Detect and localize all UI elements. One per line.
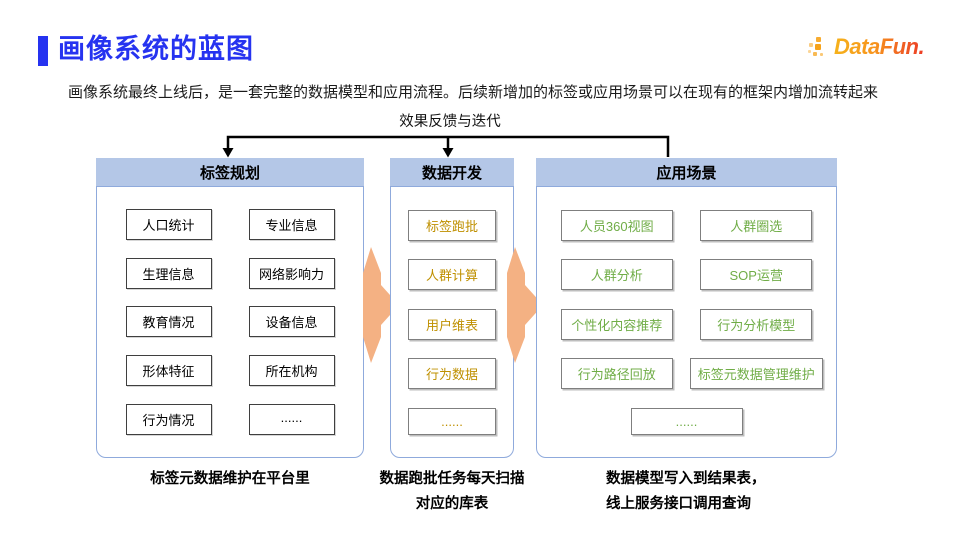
column-body-data-development: 标签跑批 人群计算 用户维表 行为数据 ...... [390, 186, 514, 458]
box-crowd-computation: 人群计算 [408, 259, 496, 290]
column-header-data-development: 数据开发 [390, 158, 514, 186]
caption-data-development: 数据跑批任务每天扫描 对应的库表 [338, 467, 566, 517]
flow-arrow-right-icon [507, 247, 543, 363]
box-more-scenarios: ...... [630, 407, 743, 435]
box-more-data: ...... [408, 407, 496, 435]
box-tag-batch-run: 标签跑批 [408, 209, 496, 241]
caption-line: 线上服务接口调用查询 [606, 496, 751, 512]
datafun-logo: DataFun. [806, 34, 925, 60]
box-population-stats: 人口统计 [125, 208, 212, 240]
box-more-tags: ...... [248, 404, 335, 436]
box-physiological-info: 生理信息 [125, 257, 212, 289]
box-tag-metadata-management: 标签元数据管理维护 [689, 358, 823, 389]
column-application-scenarios: 应用场景 人员360视图 人群圈选 人群分析 SOP运营 个性化内容推荐 行为分… [536, 158, 837, 458]
slide-subtitle: 画像系统最终上线后，是一套完整的数据模型和应用流程。后续新增加的标签或应用场景可… [68, 84, 879, 101]
box-crowd-selection: 人群圈选 [700, 209, 813, 241]
datafun-logo-text: DataFun. [834, 34, 925, 59]
box-body-features: 形体特征 [125, 355, 212, 387]
caption-application-scenarios: 数据模型写入到结果表， 线上服务接口调用查询 [606, 467, 856, 517]
caption-line: 数据模型写入到结果表， [606, 471, 766, 487]
box-behavior-status: 行为情况 [125, 404, 212, 436]
box-behavior-analysis-model: 行为分析模型 [700, 308, 813, 340]
box-professional-info: 专业信息 [248, 208, 335, 240]
column-header-application-scenarios: 应用场景 [536, 158, 837, 186]
box-sop-operation: SOP运营 [700, 259, 813, 290]
box-person-360-view: 人员360视图 [560, 209, 673, 241]
box-organization: 所在机构 [248, 355, 335, 387]
box-user-dim-table: 用户维表 [408, 308, 496, 340]
column-body-application-scenarios: 人员360视图 人群圈选 人群分析 SOP运营 个性化内容推荐 行为分析模型 行… [536, 186, 837, 458]
flow-arrow-right-icon [363, 247, 399, 363]
box-device-info: 设备信息 [248, 306, 335, 338]
column-data-development: 数据开发 标签跑批 人群计算 用户维表 行为数据 ...... [390, 158, 514, 458]
feedback-label: 效果反馈与迭代 [399, 114, 501, 130]
caption-line: 对应的库表 [415, 496, 489, 512]
caption-line: 标签元数据维护在平台里 [150, 471, 310, 487]
column-body-tag-planning: 人口统计 专业信息 生理信息 网络影响力 教育情况 设备信息 形体特征 所在机构… [96, 186, 364, 458]
caption-line: 数据跑批任务每天扫描 [379, 471, 525, 487]
box-crowd-analysis: 人群分析 [560, 259, 673, 290]
column-tag-planning: 标签规划 人口统计 专业信息 生理信息 网络影响力 教育情况 设备信息 形体特征… [96, 158, 364, 458]
box-education-status: 教育情况 [125, 306, 212, 338]
datafun-sparkle-icon [808, 37, 823, 56]
column-header-tag-planning: 标签规划 [96, 158, 364, 186]
box-personalized-content-recommendation: 个性化内容推荐 [560, 308, 673, 340]
caption-tag-planning: 标签元数据维护在平台里 [96, 467, 364, 492]
title-accent-bar [38, 36, 48, 66]
page-title: 画像系统的蓝图 [58, 34, 254, 64]
box-network-influence: 网络影响力 [248, 257, 335, 289]
box-behavior-path-replay: 行为路径回放 [560, 358, 673, 389]
box-behavior-data: 行为数据 [408, 358, 496, 389]
